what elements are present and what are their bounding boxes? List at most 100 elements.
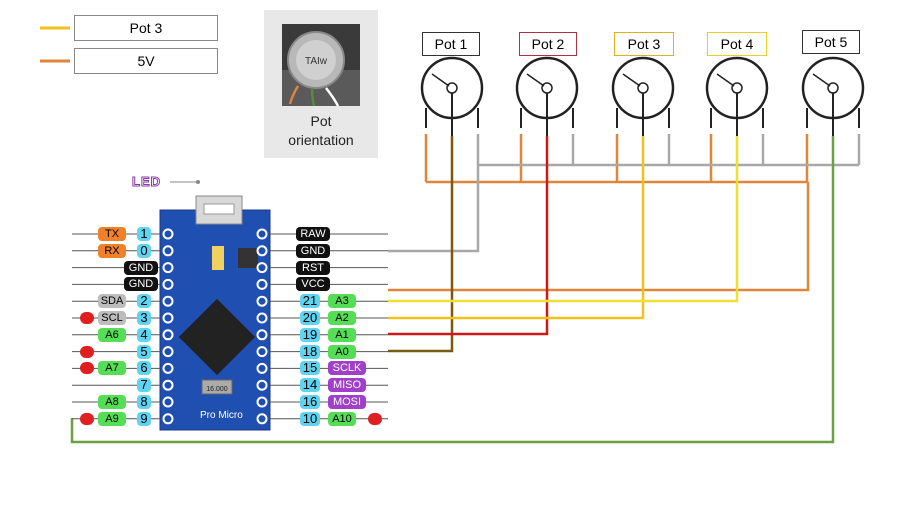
left-pin-func-8: A7	[98, 361, 126, 376]
legend-item-5v: 5V	[74, 48, 218, 74]
pot4-wiper	[716, 73, 735, 87]
right-pin-red-marker-11	[368, 412, 382, 425]
left-hole-8	[162, 362, 174, 374]
left-hole-4	[162, 295, 174, 307]
right-hole-1	[256, 245, 268, 257]
pot1-wiper	[431, 73, 450, 87]
vcc-wire	[388, 182, 810, 292]
right-hole-4	[256, 295, 268, 307]
pot5-shaft	[827, 82, 839, 94]
left-hole-11	[162, 413, 174, 425]
left-pin-func-4: SDA	[98, 294, 126, 309]
right-pin-func-2: RST	[296, 260, 330, 275]
usb-port	[203, 203, 235, 215]
right-pin-func-3: VCC	[296, 277, 330, 292]
small-chip	[238, 248, 258, 268]
pot2-shaft	[541, 82, 553, 94]
left-pin-number-7: 5	[137, 344, 151, 359]
pot1-label: Pot 1	[422, 32, 480, 56]
left-pin-func-2: GND	[124, 260, 158, 275]
right-pin-func-7: A0	[328, 344, 356, 359]
left-pin-number-9: 7	[137, 378, 151, 393]
legend-item-pot3: Pot 3	[74, 15, 218, 41]
right-hole-2	[256, 262, 268, 274]
pot4-shaft	[731, 82, 743, 94]
right-pin-number-10: 16	[300, 395, 320, 409]
left-pin-func-1: RX	[98, 243, 126, 258]
pot3-label: Pot 3	[614, 32, 674, 56]
pot4-label: Pot 4	[707, 32, 767, 56]
right-hole-11	[256, 413, 268, 425]
right-pin-number-4: 21	[300, 294, 320, 309]
left-pin-number-10: 8	[137, 395, 151, 409]
orientation-label-line2: orientation	[288, 132, 354, 148]
pot3-signal-wire	[388, 136, 645, 320]
pot1-signal-wire	[388, 136, 454, 353]
right-pin-number-7: 18	[300, 344, 320, 359]
pot3-wiper	[622, 73, 641, 87]
right-pin-number-11: 10	[300, 411, 320, 426]
right-pin-number-5: 20	[300, 311, 320, 325]
right-pin-func-10: MOSI	[328, 395, 366, 409]
pot5-wiper	[812, 73, 831, 87]
board-name: Pro Micro	[200, 410, 243, 421]
left-pin-number-5: 3	[137, 311, 151, 325]
right-pin-func-8: SCLK	[328, 361, 366, 376]
pot2-signal-wire	[388, 136, 549, 336]
left-pin-number-0: 1	[137, 227, 151, 241]
mcu-chip	[178, 298, 256, 376]
pot5-label: Pot 5	[802, 30, 860, 54]
pot5-signal-wire	[70, 136, 835, 444]
orientation-label-line1: Pot	[310, 113, 332, 129]
svg-text:TAIw: TAIw	[305, 56, 328, 67]
pot4-signal-wire	[388, 136, 739, 303]
right-hole-9	[256, 379, 268, 391]
right-pin-func-6: A1	[328, 327, 356, 342]
left-pin-func-10: A8	[98, 395, 126, 409]
left-pin-func-5: SCL	[98, 311, 126, 325]
right-pin-func-11: A10	[328, 411, 356, 426]
left-pin-func-11: A9	[98, 411, 126, 426]
left-pin-func-0: TX	[98, 227, 126, 241]
left-pin-number-8: 6	[137, 361, 151, 376]
right-pin-number-9: 14	[300, 378, 320, 393]
left-pin-red-marker-8	[80, 362, 94, 375]
right-hole-7	[256, 346, 268, 358]
left-hole-6	[162, 329, 174, 341]
left-pin-number-4: 2	[137, 294, 151, 309]
led-label: LED	[132, 174, 161, 190]
left-hole-7	[162, 346, 174, 358]
left-pin-number-11: 9	[137, 411, 151, 426]
crystal-label: 16.000	[206, 386, 228, 393]
right-pin-func-0: RAW	[296, 227, 330, 241]
left-hole-0	[162, 228, 174, 240]
left-hole-3	[162, 278, 174, 290]
right-pin-number-6: 19	[300, 327, 320, 342]
pot-photo: TAIw	[282, 24, 360, 107]
pot3-shaft	[637, 82, 649, 94]
left-hole-5	[162, 312, 174, 324]
left-pin-number-6: 4	[137, 327, 151, 342]
pot1-shaft	[446, 82, 458, 94]
left-hole-10	[162, 396, 174, 408]
left-pin-red-marker-7	[80, 345, 94, 358]
regulator	[212, 246, 224, 270]
pot2-wiper	[526, 73, 545, 87]
right-hole-6	[256, 329, 268, 341]
pot2-label: Pot 2	[519, 32, 577, 56]
right-hole-3	[256, 278, 268, 290]
right-hole-10	[256, 396, 268, 408]
right-hole-0	[256, 228, 268, 240]
right-pin-number-8: 15	[300, 361, 320, 376]
right-pin-func-4: A3	[328, 294, 356, 309]
left-pin-red-marker-11	[80, 412, 94, 425]
right-hole-8	[256, 362, 268, 374]
left-hole-2	[162, 262, 174, 274]
left-pin-func-6: A6	[98, 327, 126, 342]
left-hole-1	[162, 245, 174, 257]
left-pin-func-3: GND	[124, 277, 158, 292]
pot-orientation-panel: TAIw Pot orientation	[264, 10, 378, 158]
right-pin-func-9: MISO	[328, 378, 366, 393]
